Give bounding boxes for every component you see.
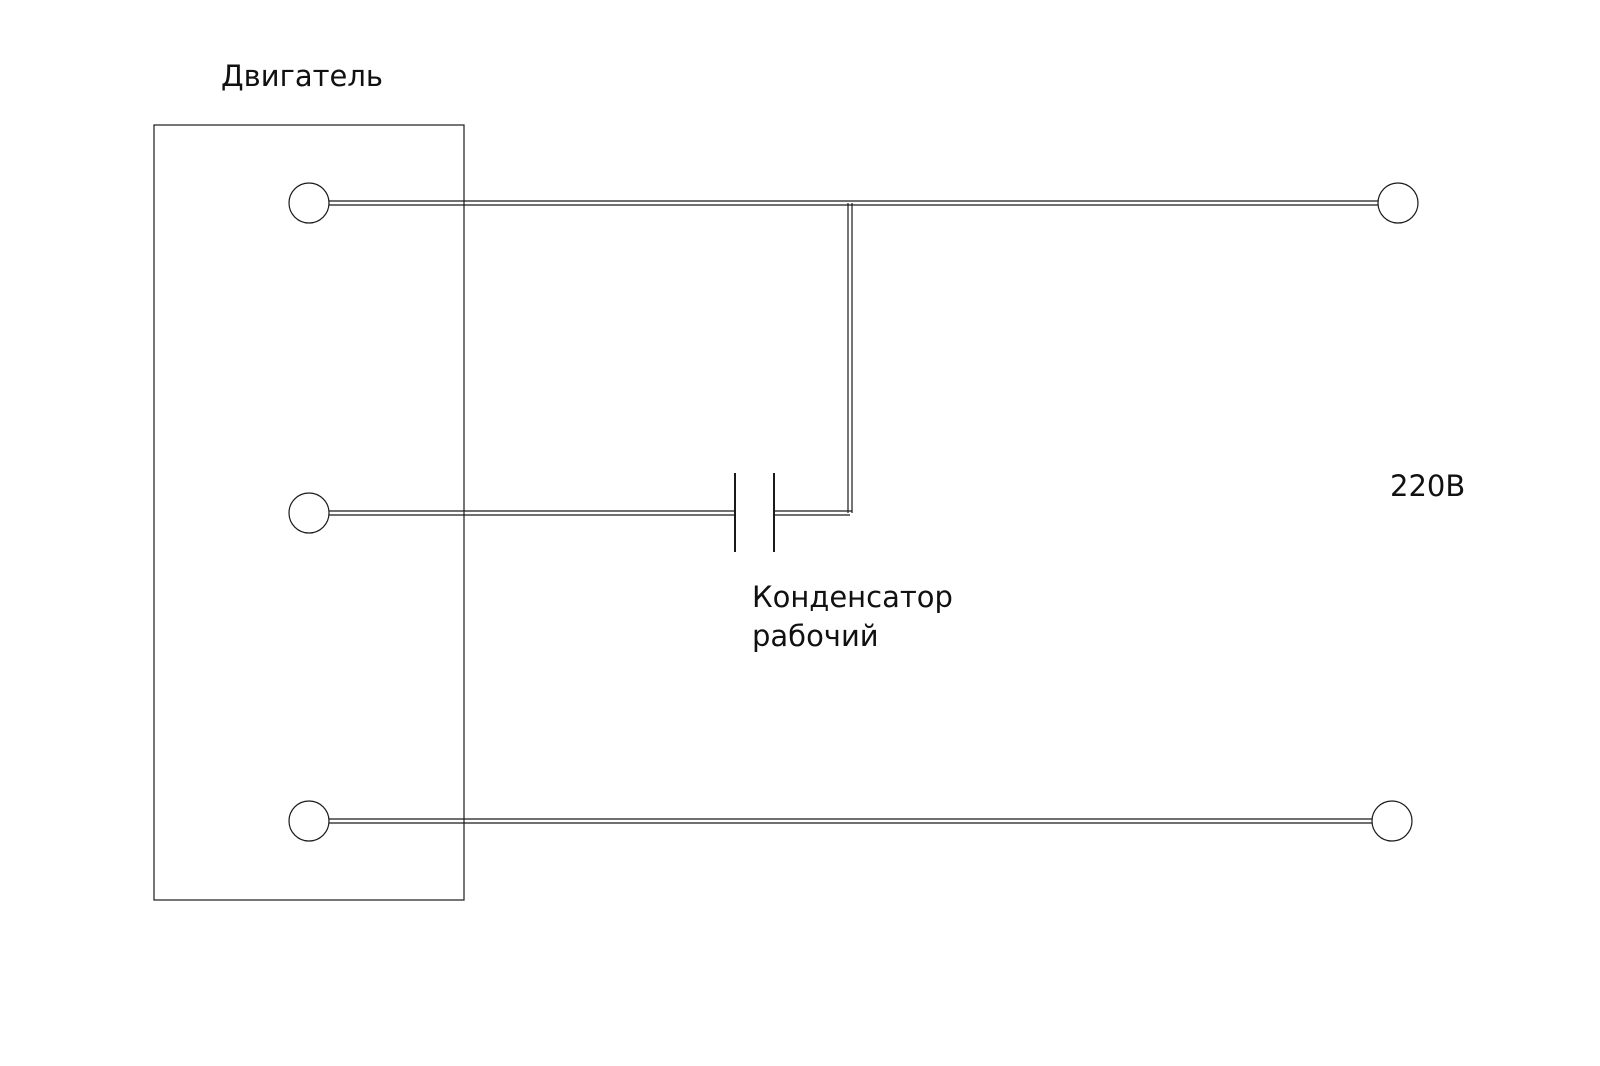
motor-terminal-3 xyxy=(288,800,330,842)
motor-box xyxy=(153,124,465,901)
supply-terminal-top xyxy=(1377,182,1419,224)
supply-terminal-bottom xyxy=(1371,800,1413,842)
wire-top xyxy=(328,200,1379,206)
motor-label: Двигатель xyxy=(221,59,383,93)
capacitor-label-line2: рабочий xyxy=(752,619,879,653)
wire-bottom xyxy=(328,818,1373,824)
voltage-label: 220В xyxy=(1390,469,1465,503)
motor-terminal-2 xyxy=(288,492,330,534)
capacitor-symbol xyxy=(734,473,775,552)
wire-middle xyxy=(328,510,735,516)
motor-terminal-1 xyxy=(288,182,330,224)
capacitor-label-line1: Конденсатор xyxy=(752,580,953,614)
wire-capacitor-branch xyxy=(774,203,853,516)
